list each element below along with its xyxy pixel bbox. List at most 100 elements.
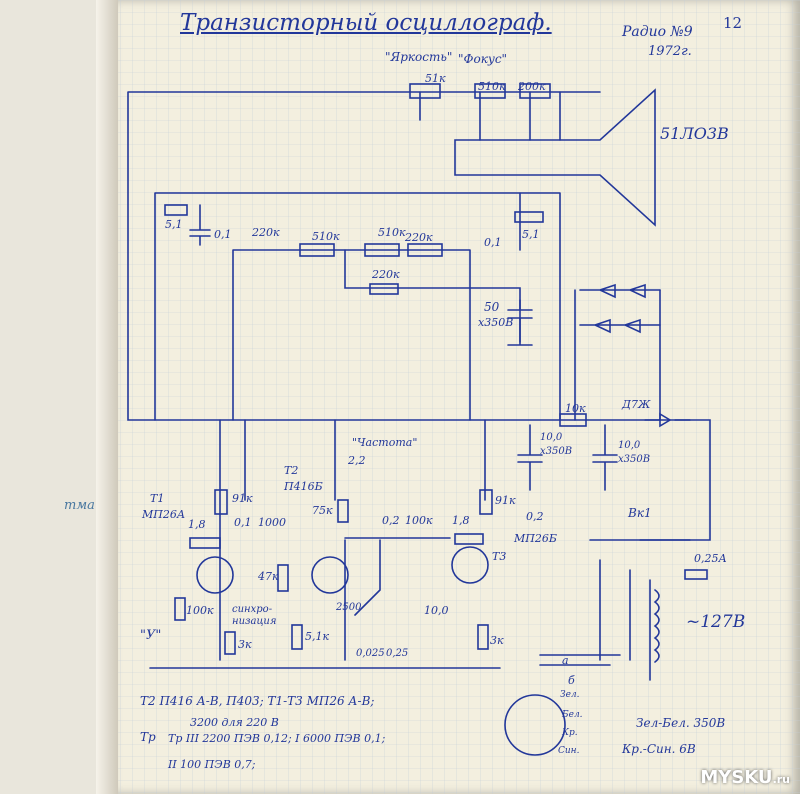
wire xyxy=(539,654,621,666)
resistor-label: 3к xyxy=(238,638,252,651)
capacitor-label: 0,2 xyxy=(382,514,400,527)
capacitor-label: 10,0 xyxy=(540,432,563,443)
resistor-label: 220к xyxy=(372,268,400,281)
transistor-t2-label: Т2 xyxy=(284,464,299,477)
resistor xyxy=(454,533,484,545)
resistor xyxy=(519,83,551,99)
label-focus: "Фокус" xyxy=(458,52,508,66)
resistor xyxy=(364,243,400,257)
schematic-title: Транзисторный осциллограф. xyxy=(180,10,552,36)
capacitor-electrolytic xyxy=(517,424,543,491)
label-sync: синхро-низация xyxy=(232,604,277,627)
watermark: MYSKU.ru xyxy=(700,767,790,788)
connector-label: Кр. xyxy=(562,728,578,738)
resistor-label: 5,1к xyxy=(305,630,330,643)
diode xyxy=(579,283,661,299)
wire xyxy=(232,249,471,421)
connector-label: Син. xyxy=(558,746,580,756)
wire xyxy=(344,249,521,343)
resistor-label: 91к xyxy=(495,494,516,507)
y-input-label: "У" xyxy=(140,628,162,643)
resistor-label: 510к xyxy=(378,226,406,239)
connector-label: Зел. xyxy=(560,690,580,700)
resistor-label: 75к xyxy=(312,504,333,517)
resistor xyxy=(214,489,228,515)
capacitor-label: 0,1 xyxy=(234,516,252,529)
resistor-label: 10к xyxy=(565,402,586,415)
resistor-label: 5,1 xyxy=(522,228,540,241)
resistor-label: 100к xyxy=(405,514,433,527)
resistor-label: 1,8 xyxy=(188,518,206,531)
source-year: 1972г. xyxy=(648,44,692,59)
resistor xyxy=(277,564,289,592)
resistor-label: 2,2 xyxy=(348,454,366,467)
transistor-t1 xyxy=(196,556,234,594)
resistor xyxy=(337,499,349,523)
wire-color-note: Зел-Бел. 350В xyxy=(636,716,726,730)
capacitor-label: 0,025 xyxy=(356,648,385,659)
transistor-t1-label: Т1 xyxy=(150,492,165,505)
mains-label: ~127В xyxy=(686,612,746,632)
resistor xyxy=(174,597,186,621)
resistor-label: 100к xyxy=(186,604,214,617)
transistor-t2 xyxy=(311,556,349,594)
resistor-brightness xyxy=(409,83,441,99)
transistor-t3-label: Т3 xyxy=(492,550,507,563)
transformer xyxy=(589,539,691,681)
source-reference: Радио №9 xyxy=(622,24,693,40)
resistor xyxy=(164,204,188,216)
resistor-label: 5,1 xyxy=(165,218,183,231)
switch-label: Вк1 xyxy=(628,506,652,520)
transistor-t1-type: МП26А xyxy=(142,508,186,521)
transistor-t3-type: МП26Б xyxy=(514,532,557,545)
capacitor-label: х350В xyxy=(540,446,573,457)
capacitor xyxy=(189,204,211,246)
capacitor-label: 50 xyxy=(484,300,500,314)
terminal-b: б xyxy=(568,674,575,687)
note-line: Т2 П416 А-В, П403; Т1-Т3 МП26 А-В; xyxy=(140,694,375,708)
wire xyxy=(154,192,561,421)
resistor-label: 3к xyxy=(490,634,504,647)
transformer-label: Тр xyxy=(140,730,156,744)
resistor xyxy=(474,83,506,99)
page-curl xyxy=(96,0,118,794)
capacitor-label: 0,1 xyxy=(214,228,232,241)
capacitor-label: 10,0 xyxy=(424,604,449,617)
connector-label: Бел. xyxy=(562,710,583,720)
capacitor-label: 10,0 xyxy=(618,440,641,451)
resistor-label: 91к xyxy=(232,492,253,505)
resistor-label: 47к xyxy=(258,570,279,583)
resistor xyxy=(559,413,587,427)
resistor-label: 510к xyxy=(478,80,506,93)
transistor-t2-type: П416Б xyxy=(284,480,323,493)
graph-grid xyxy=(118,0,800,794)
wire xyxy=(344,537,451,661)
note-line: 3200 для 220 В xyxy=(190,716,279,729)
label-brightness: "Яркость" xyxy=(385,50,453,64)
capacitor-label: 0,2 xyxy=(526,510,544,523)
fuse xyxy=(684,569,708,580)
capacitor-label: х350В xyxy=(618,454,651,465)
resistor-label: 220к xyxy=(405,231,433,244)
capacitor-electrolytic xyxy=(507,299,533,346)
resistor-label: 51к xyxy=(425,72,446,85)
resistor-label: 510к xyxy=(312,230,340,243)
watermark-tld: .ru xyxy=(772,773,790,786)
resistor xyxy=(189,537,221,549)
resistor xyxy=(224,631,236,655)
resistor xyxy=(299,243,335,257)
resistor xyxy=(369,283,399,295)
crt-tube xyxy=(454,88,656,227)
transistor-t3 xyxy=(451,546,489,584)
capacitor-label: 1000 xyxy=(258,516,286,529)
resistor-label: 200к xyxy=(518,80,546,93)
note-line: II 100 ПЭВ 0,7; xyxy=(168,758,256,771)
watermark-brand: MYSKU xyxy=(700,767,773,788)
resistor-label: 220к xyxy=(252,226,280,239)
page-number: 12 xyxy=(723,14,743,32)
resistor xyxy=(407,243,443,257)
capacitor-electrolytic xyxy=(592,424,618,491)
resistor-label: 1,8 xyxy=(452,514,470,527)
